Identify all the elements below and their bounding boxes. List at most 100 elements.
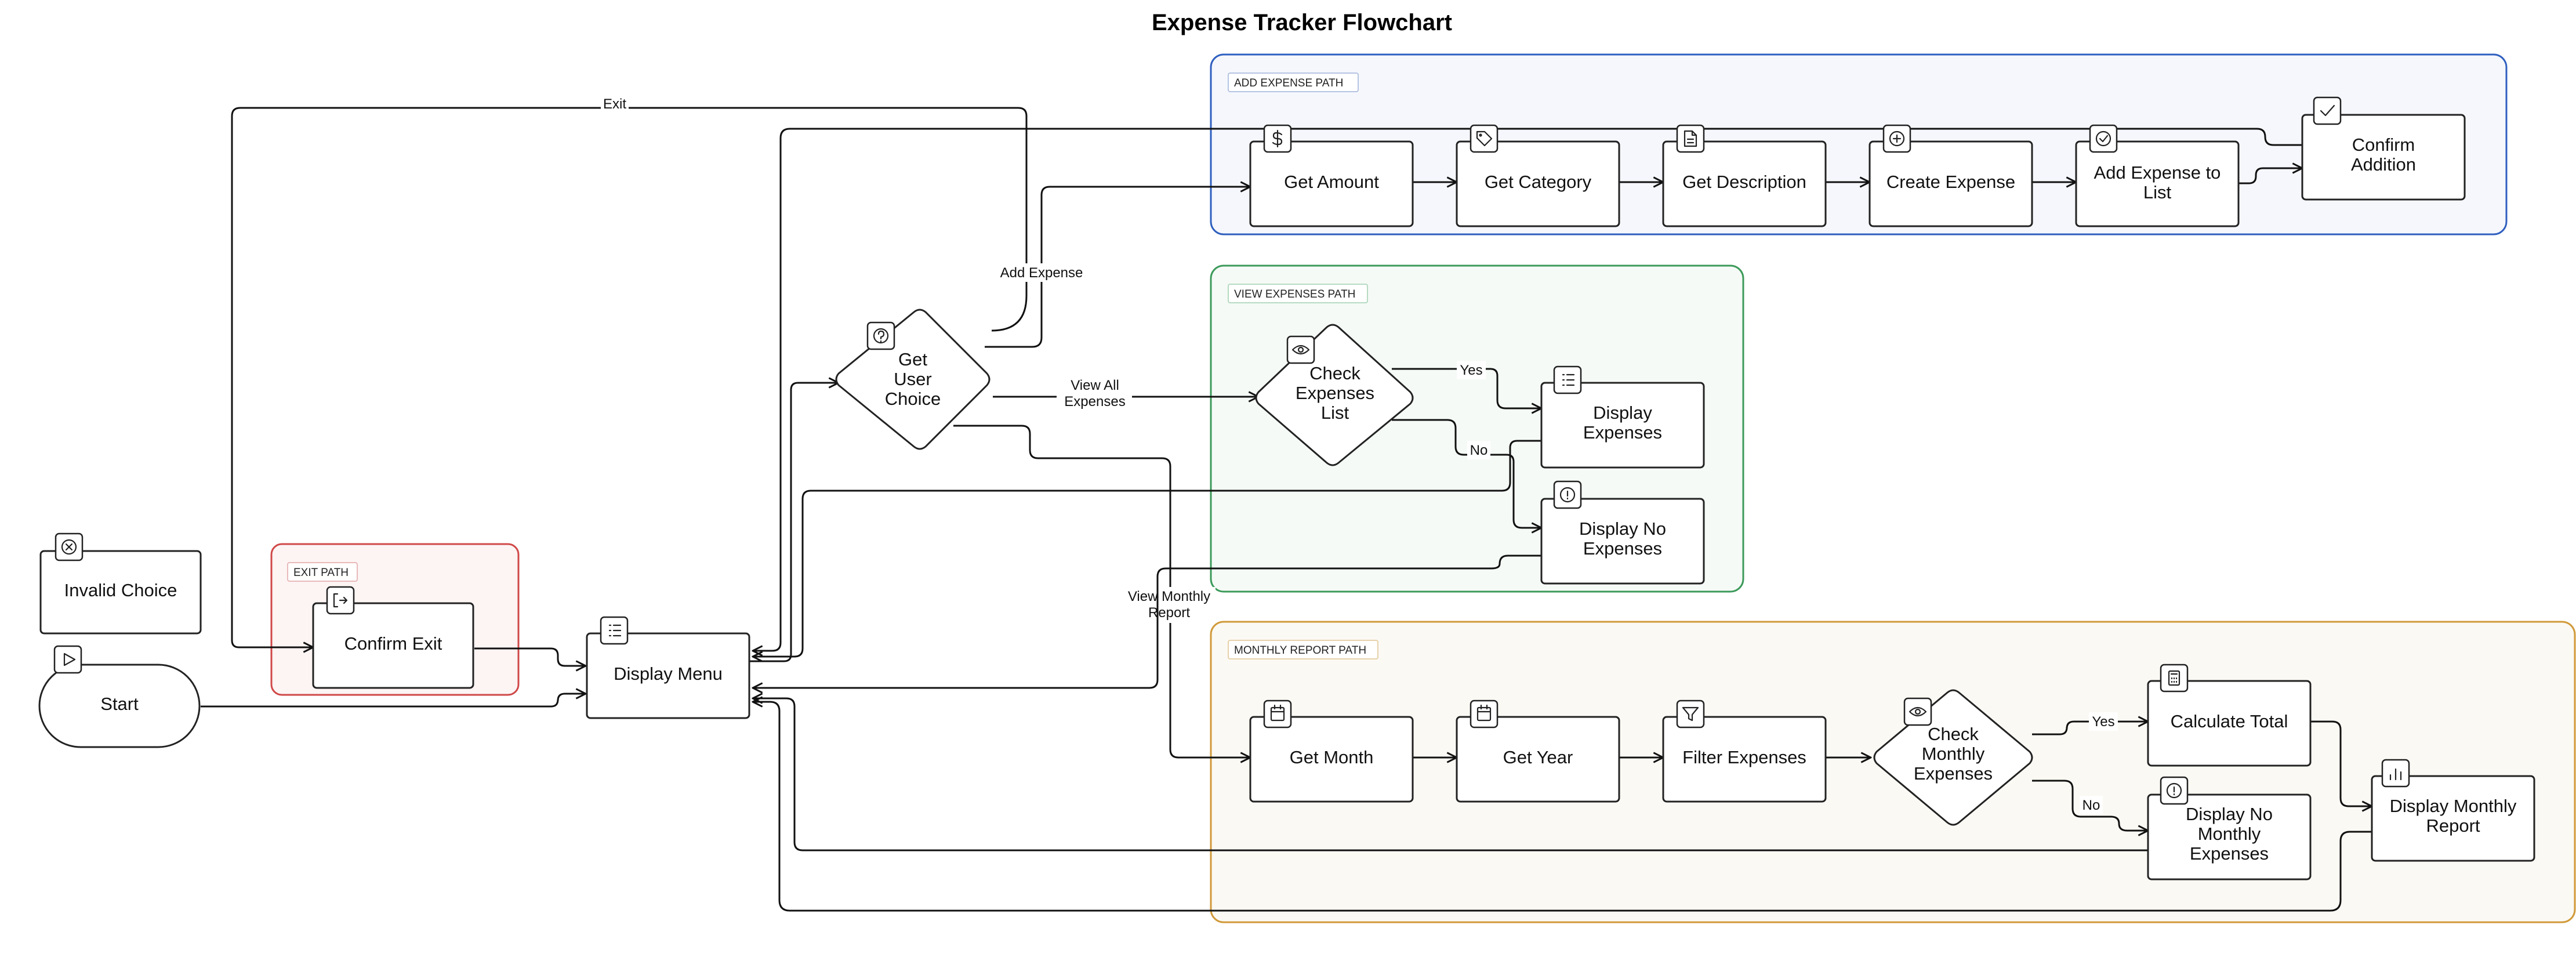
edge-label-view-all-2: Expenses: [1064, 394, 1125, 409]
node-get-description[interactable]: Get Description: [1662, 140, 1827, 227]
calendar-icon: [1470, 700, 1499, 729]
node-label-no-expenses-1: Display No: [1579, 519, 1666, 539]
edge-displaynoexp-menu: [753, 555, 1541, 688]
node-get-year[interactable]: Get Year: [1456, 716, 1620, 803]
node-label-calculate-total: Calculate Total: [2171, 711, 2288, 731]
node-start[interactable]: Start: [38, 664, 201, 748]
node-label-get-month: Get Month: [1290, 747, 1374, 767]
edge-displayexp-menu: [753, 440, 1541, 657]
file-text-icon: [1676, 124, 1705, 153]
list-icon: [1553, 365, 1582, 394]
calendar-icon: [1263, 700, 1292, 729]
node-label-get-description: Get Description: [1682, 172, 1806, 192]
node-label-monthly-report-2: Report: [2426, 816, 2480, 836]
node-filter-expenses[interactable]: Filter Expenses: [1662, 716, 1827, 803]
node-get-user-choice[interactable]: Get User Choice: [835, 309, 991, 450]
node-display-menu[interactable]: Display Menu: [586, 632, 750, 719]
bar-chart-icon: [2381, 759, 2410, 788]
eye-icon: [1903, 697, 1932, 726]
edge-addlist-confirm: [2238, 168, 2302, 184]
node-label-confirm-addition-2: Addition: [2351, 154, 2416, 175]
x-circle-icon: [55, 532, 84, 561]
dollar-icon: [1263, 124, 1292, 153]
edge-calculate-report: [2310, 720, 2372, 806]
node-label-invalid-choice: Invalid Choice: [64, 580, 177, 600]
node-display-no-monthly-expenses[interactable]: Display No Monthly Expenses: [2147, 793, 2312, 880]
node-label-check-monthly-2: Monthly: [1922, 744, 1985, 764]
node-label-display-expenses-1: Display: [1593, 403, 1652, 423]
node-label-no-monthly-2: Monthly: [2198, 824, 2261, 844]
edge-check-yes: [1392, 368, 1541, 408]
edge-label-no-list: No: [1470, 443, 1488, 458]
edge-start-menu: [201, 694, 586, 708]
node-label-check-list-1: Check: [1309, 363, 1360, 383]
edge-label-exit: Exit: [603, 96, 626, 112]
eye-icon: [1286, 335, 1315, 364]
edge-label-view-monthly-2: Report: [1148, 605, 1190, 621]
edge-label-yes-list: Yes: [1460, 363, 1482, 378]
help-circle-icon: [866, 321, 895, 350]
node-label-create-expense: Create Expense: [1886, 172, 2015, 192]
node-create-expense[interactable]: Create Expense: [1868, 140, 2033, 227]
node-label-get-year: Get Year: [1503, 747, 1573, 767]
node-label-no-monthly-3: Expenses: [2190, 843, 2269, 864]
node-confirm-exit[interactable]: Confirm Exit: [312, 602, 474, 689]
node-label-choice-3: Choice: [885, 389, 941, 409]
alert-circle-icon: [2160, 776, 2189, 805]
play-icon: [53, 645, 82, 674]
node-get-category[interactable]: Get Category: [1456, 140, 1620, 227]
list-icon: [600, 616, 629, 645]
node-label-confirm-addition-1: Confirm: [2352, 135, 2415, 155]
node-invalid-choice[interactable]: Invalid Choice: [39, 550, 202, 635]
node-get-amount[interactable]: Get Amount: [1249, 140, 1414, 227]
edge-menu-choice: [749, 383, 839, 662]
edge-confirmexit-menu: [474, 647, 586, 666]
edges: Exit Add Expense View All Expenses View …: [201, 95, 2372, 912]
edge-choice-monthly: [953, 425, 1250, 758]
node-label-start: Start: [100, 694, 139, 714]
alert-circle-icon: [1553, 480, 1582, 509]
node-label-add-expense-2: List: [2143, 182, 2172, 202]
node-label-get-category: Get Category: [1485, 172, 1592, 192]
node-label-no-expenses-2: Expenses: [1583, 538, 1662, 559]
node-label-filter-expenses: Filter Expenses: [1682, 747, 1806, 767]
calculator-icon: [2160, 664, 2189, 693]
edge-label-no-monthly: No: [2082, 798, 2100, 813]
node-display-monthly-report[interactable]: Display Monthly Report: [2371, 775, 2535, 862]
tag-icon: [1470, 124, 1499, 153]
check-icon: [2313, 96, 2342, 125]
node-label-check-list-3: List: [1321, 403, 1349, 423]
edge-label-view-monthly-1: View Monthly: [1128, 589, 1210, 604]
group-label-add: ADD EXPENSE PATH: [1234, 77, 1343, 89]
node-label-check-monthly-1: Check: [1928, 724, 1979, 744]
filter-icon: [1676, 700, 1705, 729]
node-label-check-list-2: Expenses: [1296, 383, 1374, 403]
node-label-choice-2: User: [894, 369, 931, 389]
edge-checkmonthly-yes: [2032, 722, 2148, 735]
edge-label-add-expense: Add Expense: [1000, 265, 1083, 281]
node-get-month[interactable]: Get Month: [1249, 716, 1414, 803]
check-circle-icon: [2089, 124, 2118, 153]
node-label-choice-1: Get: [898, 349, 927, 369]
logout-icon: [326, 586, 355, 615]
edge-label-view-all-1: View All: [1071, 378, 1119, 393]
edge-report-menu: [753, 702, 2372, 912]
diagram-title: Expense Tracker Flowchart: [1152, 10, 1452, 35]
node-label-no-monthly-1: Display No: [2186, 804, 2273, 824]
node-label-monthly-report-1: Display Monthly: [2390, 796, 2517, 816]
plus-circle-icon: [1882, 124, 1911, 153]
node-add-expense-to-list[interactable]: Add Expense to List: [2075, 140, 2240, 227]
node-calculate-total[interactable]: Calculate Total: [2147, 680, 2312, 767]
node-confirm-addition[interactable]: Confirm Addition: [2301, 114, 2466, 201]
group-label-view: VIEW EXPENSES PATH: [1234, 288, 1355, 300]
node-check-monthly-expenses[interactable]: Check Monthly Expenses: [1873, 689, 2033, 826]
node-label-get-amount: Get Amount: [1284, 172, 1379, 192]
edge-choice-exit: [231, 107, 1028, 647]
group-label-exit: EXIT PATH: [293, 567, 349, 579]
node-display-expenses[interactable]: Display Expenses: [1540, 382, 1705, 469]
node-label-display-menu: Display Menu: [614, 664, 723, 684]
group-label-monthly: MONTHLY REPORT PATH: [1234, 644, 1366, 657]
edge-nomonthly-menu: [753, 698, 2148, 851]
node-display-no-expenses[interactable]: Display No Expenses: [1540, 498, 1705, 585]
